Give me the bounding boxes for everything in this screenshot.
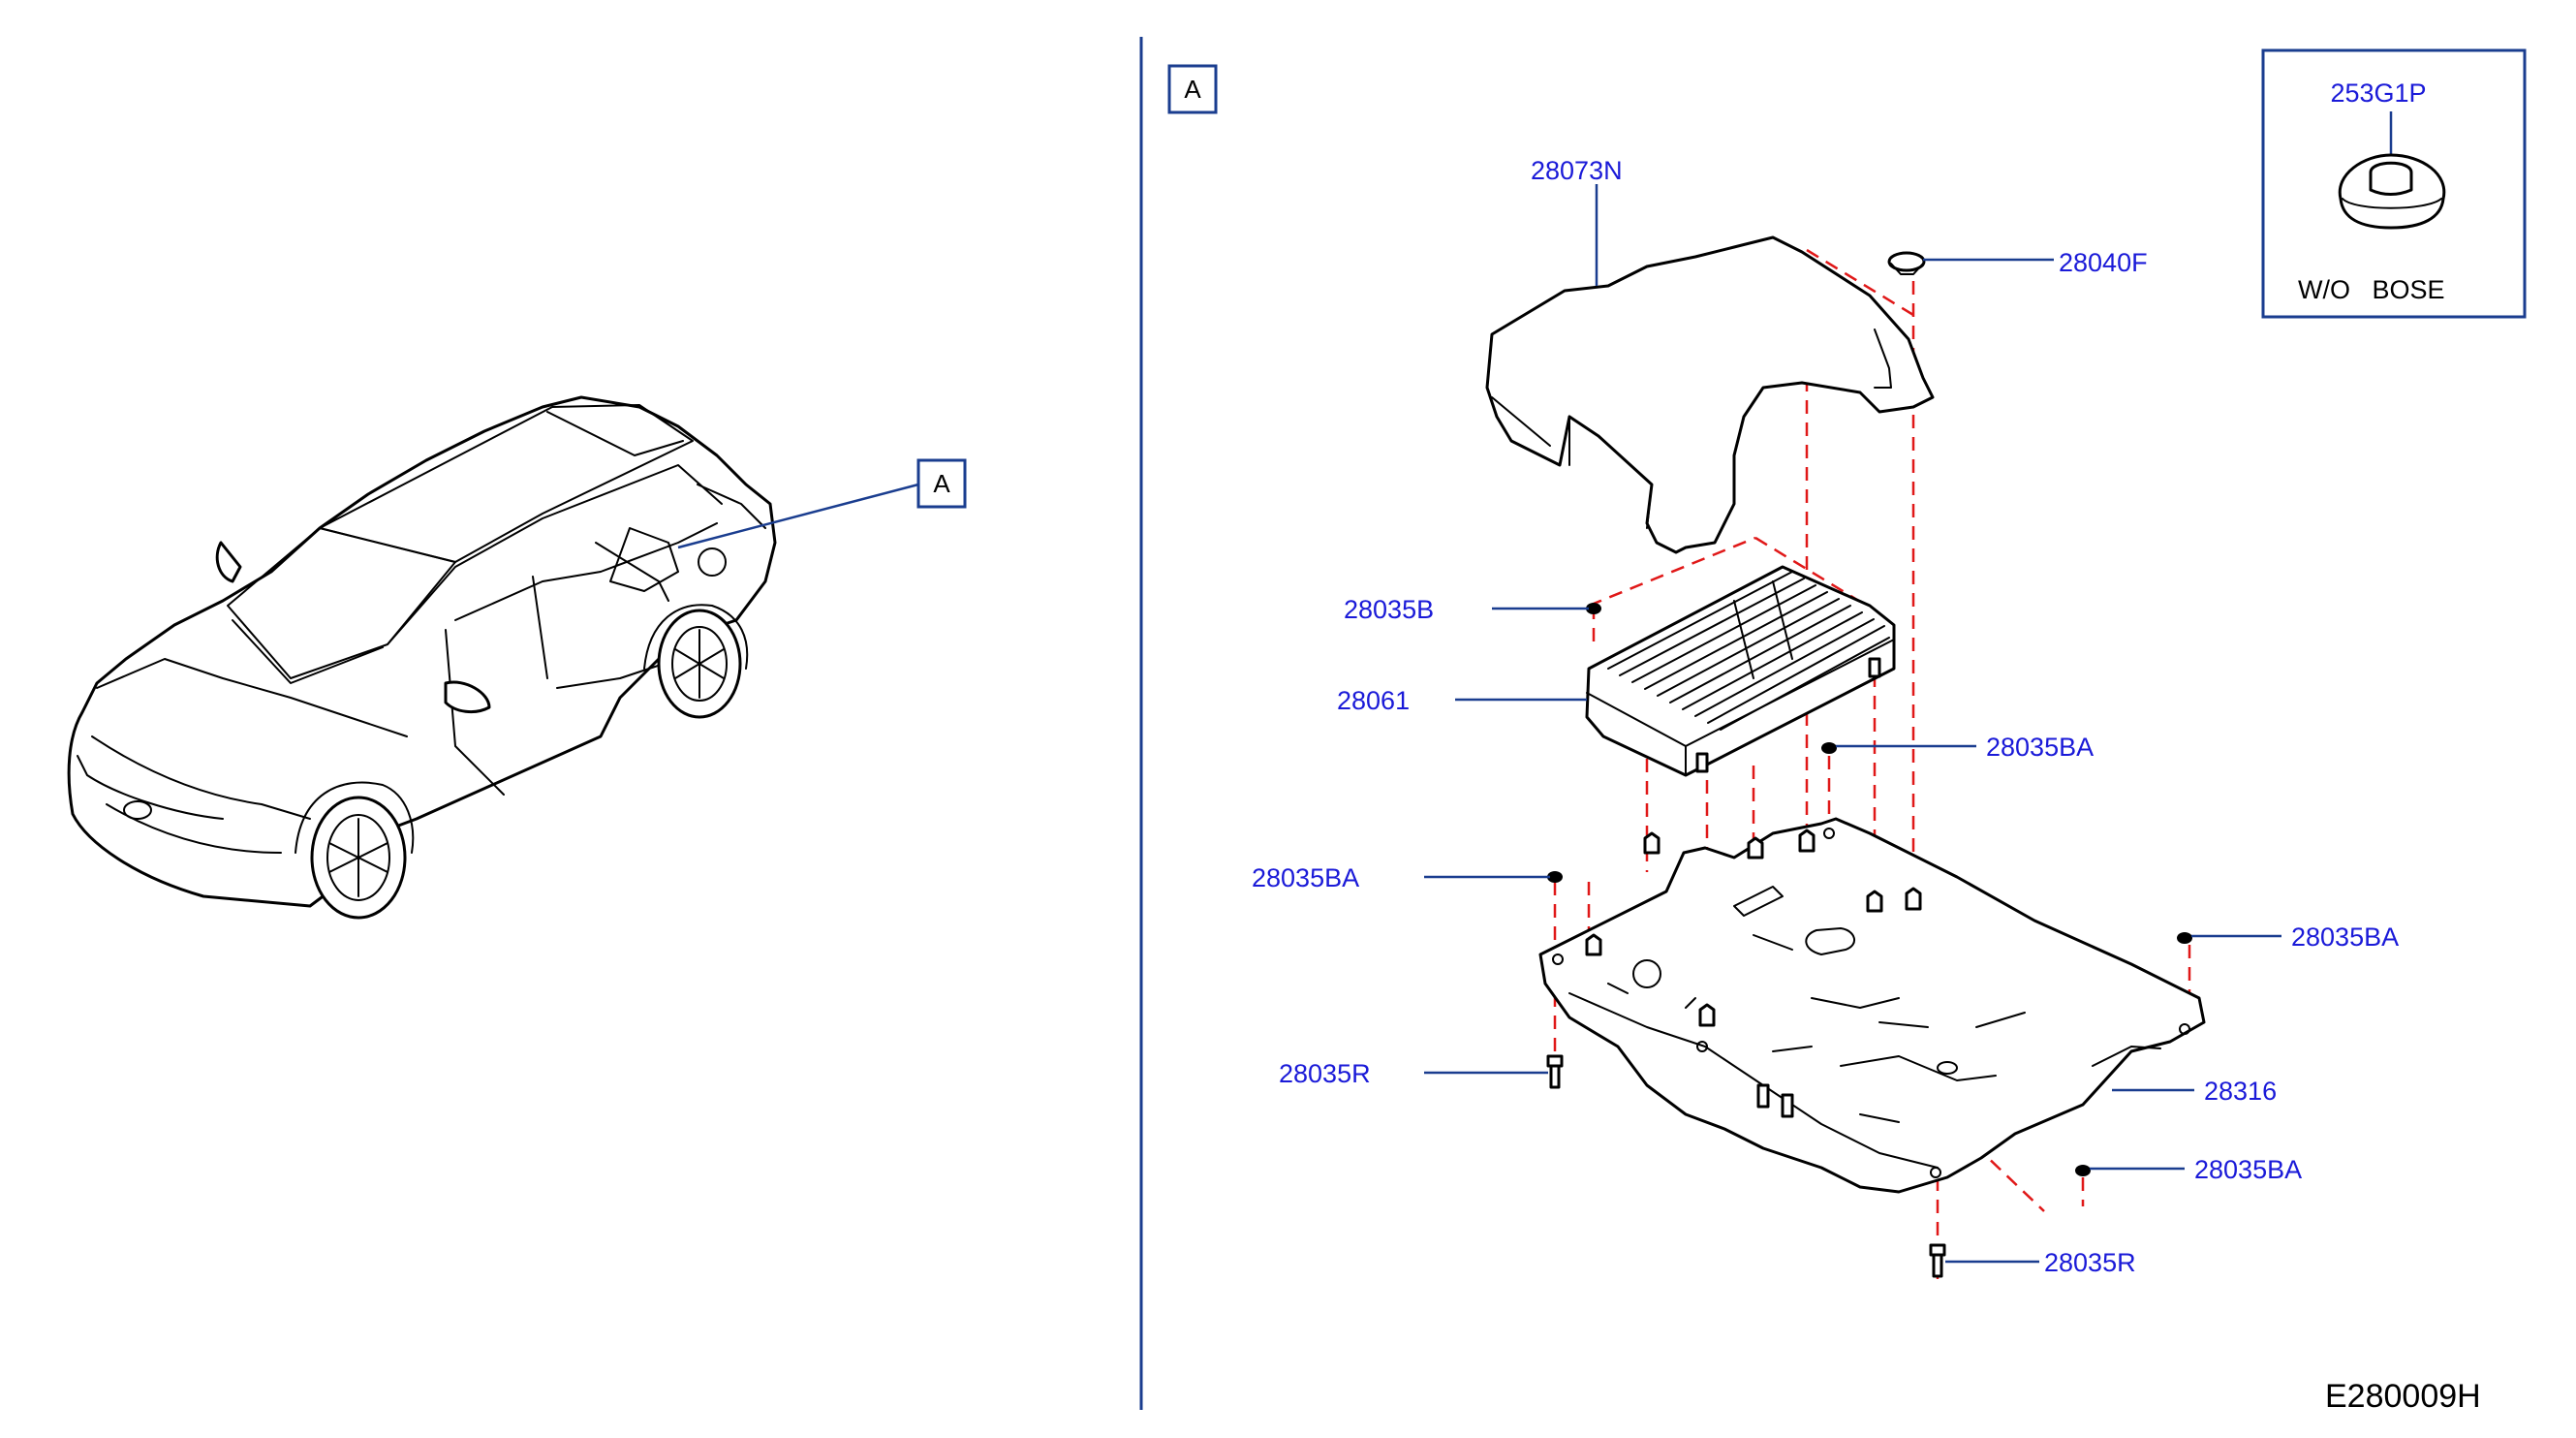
- drawing-number: E280009H: [2325, 1378, 2481, 1415]
- bolt-28035R-bottom-icon: [1929, 1243, 1946, 1278]
- grommet-28040F-icon: [1887, 251, 1926, 275]
- bolt-28035R-left-icon: [1546, 1054, 1564, 1089]
- callout-a-label: A: [933, 469, 950, 498]
- clip-28035BA-bottom-right-icon: [2075, 1165, 2091, 1176]
- inset-part-number: 253G1P: [2330, 78, 2426, 108]
- callout-28035R-bottom: 28035R: [2044, 1248, 2136, 1277]
- cover-panel: [1485, 235, 1935, 554]
- callout-28035R-left: 28035R: [1279, 1059, 1371, 1088]
- clip-28035BA-left-icon: [1547, 871, 1563, 883]
- section-label-box: [1167, 64, 1218, 114]
- callout-28035BA-right-upper: 28035BA: [1986, 733, 2094, 762]
- callout-28035BA-right: 28035BA: [2291, 922, 2399, 952]
- clip-28035BA-right-icon: [2177, 932, 2192, 944]
- car-illustration: [67, 395, 777, 920]
- heat-sink-fins: [1607, 571, 1890, 731]
- inset-note: W/O BOSE: [2298, 275, 2445, 304]
- callout-28316: 28316: [2204, 1077, 2277, 1106]
- detail-view-a: A 253G1P W/O BOSE: [1167, 48, 2527, 1279]
- callout-a-leader: [677, 483, 919, 549]
- callout-28035BA-left: 28035BA: [1252, 863, 1359, 892]
- clip-28035B-icon: [1586, 603, 1601, 614]
- callout-28040F: 28040F: [2059, 248, 2148, 277]
- callout-28073N: 28073N: [1531, 156, 1623, 185]
- inset-box: 253G1P W/O BOSE: [2261, 48, 2527, 319]
- callout-28035B: 28035B: [1344, 595, 1434, 624]
- callout-28035BA-bottom-right: 28035BA: [2194, 1155, 2302, 1184]
- bracket-plate: [1538, 817, 2206, 1194]
- amplifier-unit: [1585, 565, 1896, 777]
- callout-28061: 28061: [1337, 686, 1410, 715]
- section-label: A: [1184, 75, 1201, 104]
- grommet-icon: [2338, 153, 2446, 230]
- vehicle-overview: A: [67, 395, 967, 920]
- callout-a-box: [916, 458, 967, 509]
- clip-28035BA-right-upper-icon: [1821, 742, 1837, 754]
